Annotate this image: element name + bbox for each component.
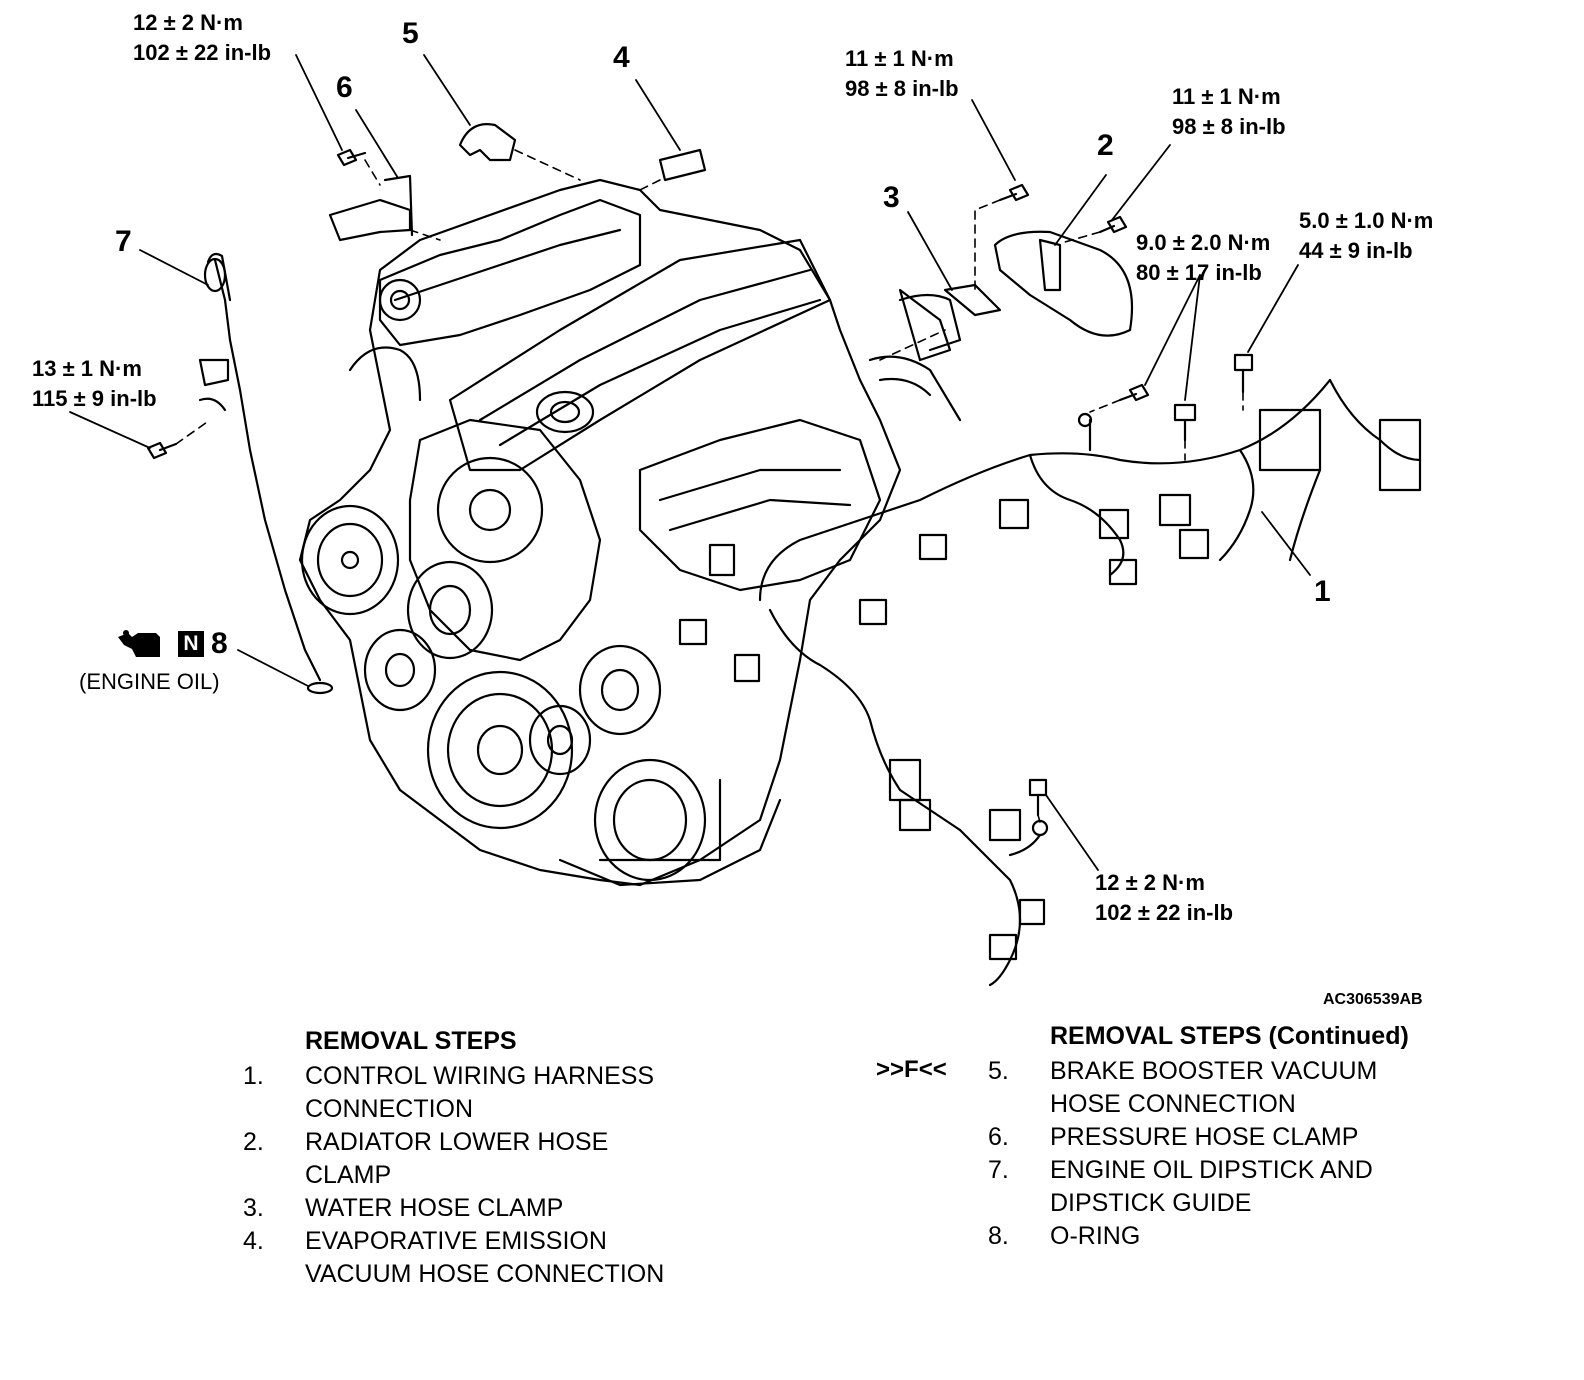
torque-nm: 11 ± 1 N·m — [1172, 84, 1281, 109]
removal-steps-title-continued: REMOVAL STEPS (Continued) — [1050, 1022, 1409, 1050]
oil-badge: N — [178, 631, 204, 657]
torque-label-harness-bottom: 12 ± 2 N·m 102 ± 22 in-lb — [1095, 868, 1233, 928]
callout-6: 6 — [336, 71, 353, 104]
evap-hose — [658, 148, 707, 182]
pressure-hose — [328, 198, 412, 242]
removal-step-8: 8. O-RING — [988, 1220, 1468, 1253]
torque-label-item7: 13 ± 1 N·m 115 ± 9 in-lb — [32, 354, 157, 414]
brake-booster-hose — [458, 123, 517, 162]
callout-5: 5 — [402, 17, 419, 50]
torque-label-item3: 11 ± 1 N·m 98 ± 8 in-lb — [845, 44, 959, 104]
step-number: 7. — [988, 1156, 1009, 1184]
step-text: WATER HOSE CLAMP — [305, 1194, 564, 1222]
removal-step-4: 4. EVAPORATIVE EMISSION VACUUM HOSE CONN… — [243, 1225, 723, 1291]
torque-nm: 11 ± 1 N·m — [845, 46, 954, 71]
torque-inlb: 44 ± 9 in-lb — [1299, 238, 1413, 263]
step-5-mark: >>F<< — [876, 1056, 947, 1083]
callout-4: 4 — [613, 41, 630, 74]
torque-label-item6: 12 ± 2 N·m 102 ± 22 in-lb — [133, 8, 271, 68]
removal-step-7: 7. ENGINE OIL DIPSTICK AND DIPSTICK GUID… — [988, 1154, 1468, 1220]
wiring-harness — [678, 378, 1422, 987]
torque-inlb: 98 ± 8 in-lb — [1172, 114, 1286, 139]
step-text: RADIATOR LOWER HOSE CLAMP — [305, 1128, 609, 1189]
install-lines — [175, 149, 1244, 823]
removal-step-5: 5. BRAKE BOOSTER VACUUM HOSE CONNECTION — [988, 1055, 1468, 1121]
callout-1: 1 — [1314, 575, 1331, 608]
removal-step-1: 1. CONTROL WIRING HARNESS CONNECTION — [243, 1060, 723, 1126]
step-text: O-RING — [1050, 1222, 1141, 1250]
radiator-lower-hose — [993, 230, 1134, 337]
callout-3: 3 — [883, 181, 900, 214]
callout-8: 8 — [211, 627, 228, 660]
torque-nm: 12 ± 2 N·m — [1095, 870, 1205, 895]
torque-inlb: 98 ± 8 in-lb — [845, 76, 959, 101]
step-number: 1. — [243, 1062, 264, 1090]
torque-inlb: 80 ± 17 in-lb — [1136, 260, 1262, 285]
engine-diagram — [69, 54, 1422, 987]
torque-label-harness-mid: 9.0 ± 2.0 N·m 80 ± 17 in-lb — [1136, 228, 1270, 288]
step-text: CONTROL WIRING HARNESS CONNECTION — [305, 1062, 655, 1123]
engine-assembly — [298, 178, 962, 887]
torque-nm: 5.0 ± 1.0 N·m — [1299, 208, 1434, 233]
step-number: 5. — [988, 1057, 1009, 1085]
torque-label-harness-top: 5.0 ± 1.0 N·m 44 ± 9 in-lb — [1299, 206, 1433, 266]
removal-step-6: 6. PRESSURE HOSE CLAMP — [988, 1121, 1468, 1154]
torque-label-item2: 11 ± 1 N·m 98 ± 8 in-lb — [1172, 82, 1286, 142]
torque-inlb: 115 ± 9 in-lb — [32, 386, 157, 411]
step-number: 6. — [988, 1123, 1009, 1151]
callout-2: 2 — [1097, 129, 1114, 162]
torque-inlb: 102 ± 22 in-lb — [133, 40, 272, 65]
removal-step-2: 2. RADIATOR LOWER HOSE CLAMP — [243, 1126, 723, 1192]
step-text: PRESSURE HOSE CLAMP — [1050, 1123, 1359, 1151]
torque-nm: 9.0 ± 2.0 N·m — [1136, 230, 1271, 255]
removal-steps-title: REMOVAL STEPS — [305, 1027, 517, 1055]
leader-lines — [69, 54, 1311, 871]
removal-step-3: 3. WATER HOSE CLAMP — [243, 1192, 723, 1225]
torque-nm: 12 ± 2 N·m — [133, 10, 243, 35]
water-hose — [898, 293, 962, 352]
dipstick-assembly — [198, 252, 334, 695]
step-text: ENGINE OIL DIPSTICK AND DIPSTICK GUIDE — [1050, 1156, 1373, 1217]
bolts — [146, 148, 1254, 817]
figure-id: AC306539AB — [1323, 991, 1423, 1008]
step-number: 2. — [243, 1128, 264, 1156]
step-text: EVAPORATIVE EMISSION VACUUM HOSE CONNECT… — [305, 1227, 665, 1288]
step-number: 4. — [243, 1227, 264, 1255]
step-text: BRAKE BOOSTER VACUUM HOSE CONNECTION — [1050, 1057, 1378, 1118]
step-number: 8. — [988, 1222, 1009, 1250]
engine-oil-note: (ENGINE OIL) — [79, 669, 220, 694]
oil-can-icon — [118, 630, 160, 657]
step-number: 3. — [243, 1194, 264, 1222]
callout-7: 7 — [115, 225, 132, 258]
torque-nm: 13 ± 1 N·m — [32, 356, 142, 381]
torque-inlb: 102 ± 22 in-lb — [1095, 900, 1234, 925]
